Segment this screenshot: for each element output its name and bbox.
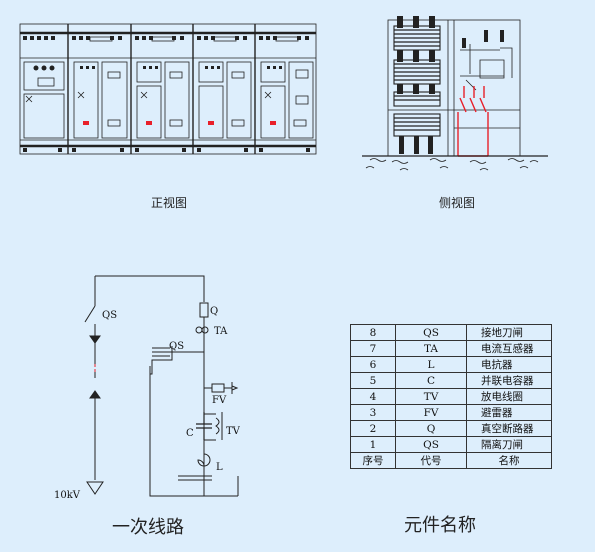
label-fv: FV (212, 395, 227, 406)
caption-primary-circuit: 一次线路 (112, 517, 184, 538)
cell-no: 1 (350, 436, 396, 453)
front-view-drawing (19, 23, 317, 155)
caption-component-names: 元件名称 (404, 515, 476, 536)
cell-name: 电抗器 (466, 356, 552, 373)
label-l: L (216, 462, 223, 473)
cell-no: 8 (350, 324, 396, 341)
cell-code: QS (395, 436, 467, 453)
label-qs-top: QS (102, 310, 117, 321)
cell-name: 电流互感器 (466, 340, 552, 357)
header-name: 名称 (466, 452, 552, 469)
cell-code: C (395, 372, 467, 389)
cell-name: 隔离刀闸 (466, 436, 552, 453)
cell-code: TV (395, 388, 467, 405)
cell-name: 并联电容器 (466, 372, 552, 389)
label-tv: TV (226, 426, 241, 437)
cell-no: 2 (350, 420, 396, 437)
cell-no: 7 (350, 340, 396, 357)
cell-name: 放电线圈 (466, 388, 552, 405)
cell-name: 真空断路器 (466, 420, 552, 437)
cell-no: 6 (350, 356, 396, 373)
cell-code: L (395, 356, 467, 373)
cell-name: 接地刀闸 (466, 324, 552, 341)
label-qs-mid: QS (169, 341, 184, 352)
cell-code: FV (395, 404, 467, 421)
label-ta: TA (214, 326, 228, 337)
caption-front-view: 正视图 (151, 196, 188, 210)
caption-side-view: 侧视图 (439, 196, 476, 210)
label-q: Q (210, 306, 218, 317)
cell-no: 5 (350, 372, 396, 389)
header-code: 代号 (395, 452, 467, 469)
header-no: 序号 (350, 452, 396, 469)
cell-code: Q (395, 420, 467, 437)
label-voltage: 10kV (54, 490, 81, 501)
label-c: C (186, 428, 194, 439)
cell-name: 避雷器 (466, 404, 552, 421)
cell-no: 3 (350, 404, 396, 421)
cell-code: QS (395, 324, 467, 341)
cell-code: TA (395, 340, 467, 357)
cell-no: 4 (350, 388, 396, 405)
side-view-drawing (362, 16, 548, 171)
table-header-row: 序号 代号 名称 (350, 452, 552, 469)
primary-circuit-drawing (84, 275, 239, 497)
